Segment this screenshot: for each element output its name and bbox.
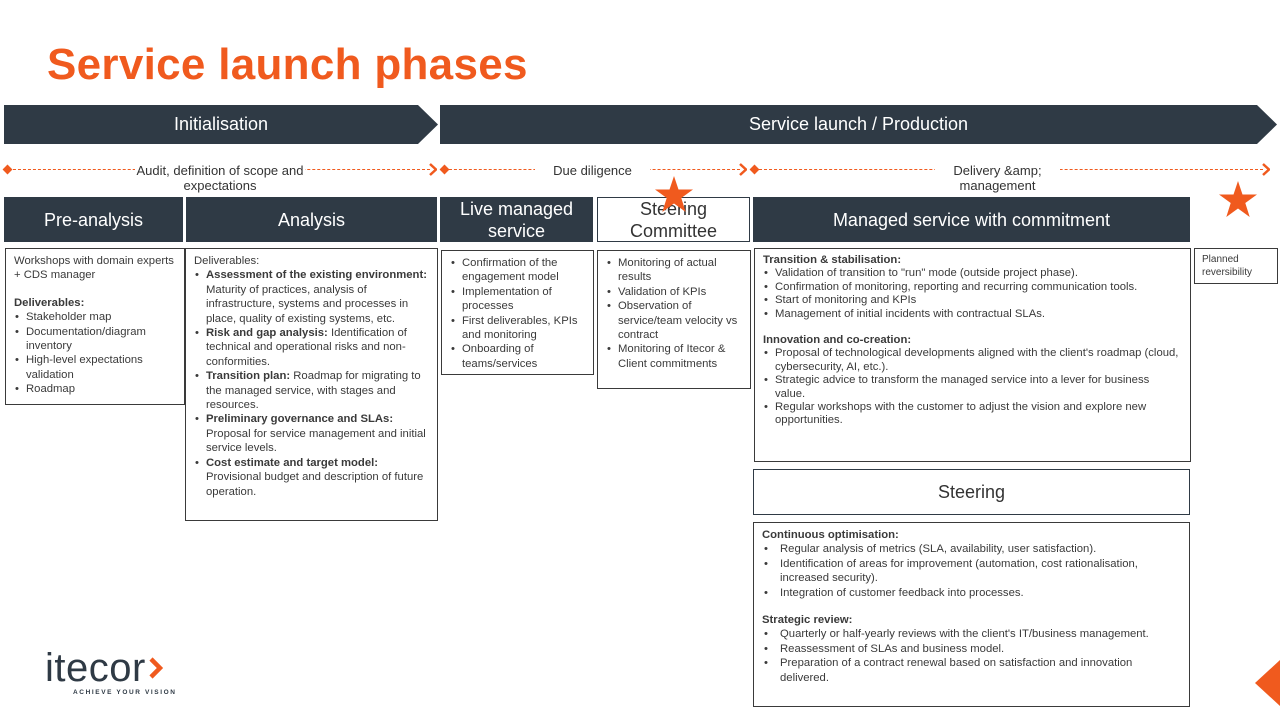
- deliverables-label: Deliverables:: [14, 296, 85, 309]
- list-item: Confirmation of the engagement model: [450, 256, 585, 285]
- list-item-heading: Transition plan:: [206, 370, 291, 383]
- logo-wordmark: itecor: [45, 646, 146, 690]
- list-item: Assessment of the existing environment: …: [194, 268, 429, 326]
- star-icon: [1219, 181, 1257, 217]
- list-item: Identification of areas for improvement …: [762, 557, 1181, 586]
- optimisation-label: Continuous optimisation:: [762, 529, 899, 541]
- list-item: Regular workshops with the customer to a…: [763, 401, 1182, 428]
- itecor-logo: itecor ACHIEVE YOUR VISION: [45, 648, 177, 697]
- steering-committee-list: Monitoring of actual resultsValidation o…: [606, 256, 742, 371]
- logo-chevron-icon: [149, 657, 163, 679]
- corner-triangle-icon: [1255, 660, 1280, 706]
- header-live-managed-service: Live managed service: [440, 197, 593, 242]
- list-item: Proposal of technological developments a…: [763, 347, 1182, 374]
- list-item: Validation of KPIs: [606, 285, 742, 300]
- analysis-list: Assessment of the existing environment: …: [194, 268, 429, 499]
- analysis-box: Deliverables: Assessment of the existing…: [185, 248, 438, 521]
- page-title: Service launch phases: [47, 40, 528, 89]
- list-item: Stakeholder map: [14, 310, 176, 325]
- pre-analysis-box: Workshops with domain experts + CDS mana…: [5, 248, 185, 405]
- live-service-box: Confirmation of the engagement modelImpl…: [441, 250, 594, 375]
- managed-service-box: Transition & stabilisation: Validation o…: [754, 248, 1191, 462]
- milestone-delivery: Delivery &amp; management: [935, 163, 1060, 193]
- list-item: First deliverables, KPIs and monitoring: [450, 314, 585, 343]
- header-steering: Steering: [753, 469, 1190, 515]
- pre-analysis-list: Stakeholder mapDocumentation/diagram inv…: [14, 310, 176, 397]
- list-item: Cost estimate and target model: Provisio…: [194, 456, 429, 499]
- reversibility-text: Planned reversibility: [1202, 254, 1253, 278]
- diamond-marker: [2, 164, 13, 175]
- transition-label: Transition & stabilisation:: [763, 254, 902, 266]
- list-item: Implementation of processes: [450, 285, 585, 314]
- list-item: Management of initial incidents with con…: [763, 308, 1182, 322]
- list-item-heading: Cost estimate and target model:: [206, 456, 378, 469]
- list-item: Regular analysis of metrics (SLA, availa…: [762, 542, 1181, 557]
- arrow-marker-icon: [739, 163, 747, 176]
- list-item: Reassessment of SLAs and business model.: [762, 642, 1181, 657]
- innovation-list: Proposal of technological developments a…: [763, 347, 1182, 427]
- list-item-heading: Risk and gap analysis:: [206, 327, 328, 340]
- review-list: Quarterly or half-yearly reviews with th…: [762, 627, 1181, 685]
- optimisation-list: Regular analysis of metrics (SLA, availa…: [762, 542, 1181, 600]
- reversibility-box: Planned reversibility: [1194, 248, 1278, 284]
- pre-analysis-intro: Workshops with domain experts + CDS mana…: [14, 255, 174, 282]
- phase-production: Service launch / Production: [440, 105, 1277, 144]
- list-item: Observation of service/team velocity vs …: [606, 299, 742, 342]
- list-item: Preparation of a contract renewal based …: [762, 656, 1181, 685]
- header-pre-analysis: Pre-analysis: [4, 197, 183, 242]
- live-service-list: Confirmation of the engagement modelImpl…: [450, 256, 585, 371]
- review-label: Strategic review:: [762, 614, 853, 627]
- milestone-audit: Audit, definition of scope and expectati…: [135, 163, 305, 193]
- arrow-marker-icon: [429, 163, 437, 176]
- list-item: Quarterly or half-yearly reviews with th…: [762, 627, 1181, 642]
- logo-tagline: ACHIEVE YOUR VISION: [73, 689, 177, 696]
- arrow-marker-icon: [1262, 163, 1270, 176]
- diamond-marker: [439, 164, 450, 175]
- steering-box: Continuous optimisation: Regular analysi…: [753, 522, 1190, 707]
- list-item: Validation of transition to "run" mode (…: [763, 267, 1182, 281]
- steering-committee-box: Monitoring of actual resultsValidation o…: [597, 250, 751, 389]
- list-item: Strategic advice to transform the manage…: [763, 374, 1182, 401]
- list-item: Monitoring of Itecor & Client commitment…: [606, 342, 742, 371]
- list-item: Risk and gap analysis: Identification of…: [194, 326, 429, 369]
- list-item: Documentation/diagram inventory: [14, 325, 176, 354]
- header-managed-service: Managed service with commitment: [753, 197, 1190, 242]
- list-item: Preliminary governance and SLAs: Proposa…: [194, 412, 429, 455]
- phase-initialisation: Initialisation: [4, 105, 438, 144]
- list-item-heading: Preliminary governance and SLAs:: [206, 413, 394, 426]
- list-item: Roadmap: [14, 382, 176, 397]
- transition-list: Validation of transition to "run" mode (…: [763, 267, 1182, 321]
- innovation-label: Innovation and co-creation:: [763, 334, 912, 347]
- header-steering-committee: Steering Committee: [597, 197, 750, 242]
- list-item: High-level expectations validation: [14, 353, 176, 382]
- diamond-marker: [749, 164, 760, 175]
- list-item-heading: Assessment of the existing environment:: [206, 269, 427, 282]
- list-item: Transition plan: Roadmap for migrating t…: [194, 369, 429, 412]
- list-item: Integration of customer feedback into pr…: [762, 586, 1181, 601]
- analysis-intro: Deliverables:: [194, 255, 260, 267]
- list-item: Monitoring of actual results: [606, 256, 742, 285]
- list-item: Start of monitoring and KPIs: [763, 294, 1182, 308]
- star-icon: [655, 176, 693, 212]
- milestone-due-diligence: Due diligence: [535, 163, 650, 178]
- list-item: Onboarding of teams/services: [450, 342, 585, 371]
- list-item: Confirmation of monitoring, reporting an…: [763, 281, 1182, 295]
- header-analysis: Analysis: [186, 197, 437, 242]
